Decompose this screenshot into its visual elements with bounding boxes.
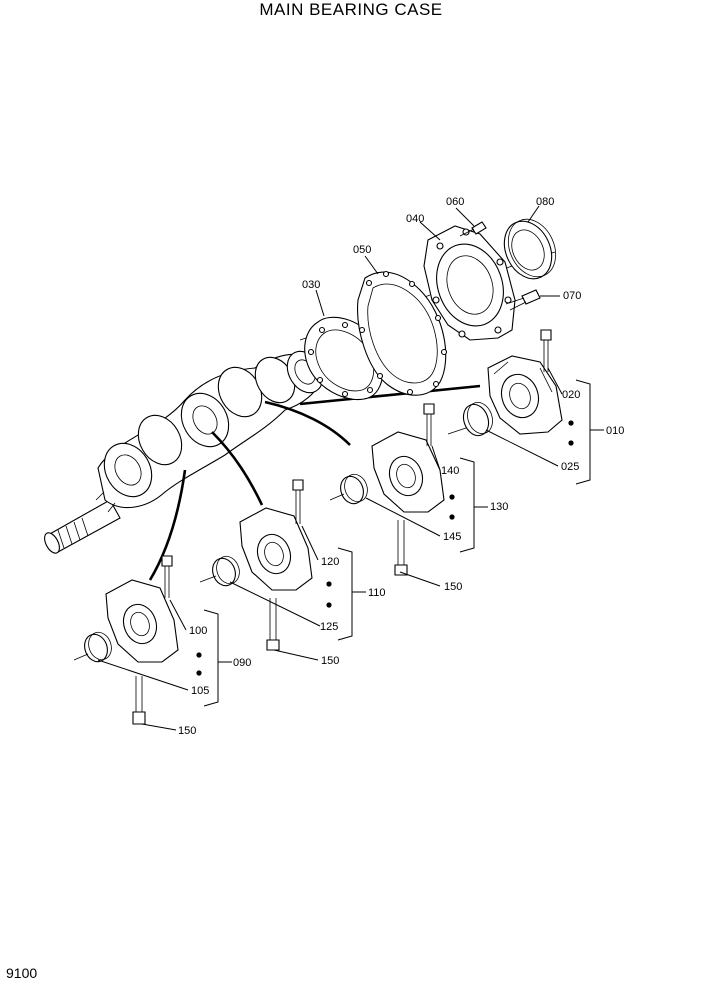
rear-cover-040 bbox=[423, 225, 516, 341]
leader-lines bbox=[97, 205, 604, 731]
callout-120: 120 bbox=[321, 556, 339, 568]
leader-curve-2 bbox=[211, 431, 264, 506]
callout-150-lower: 150 bbox=[178, 725, 196, 737]
dots bbox=[196, 420, 574, 676]
callout-140: 140 bbox=[441, 465, 459, 477]
leader-curve-1 bbox=[148, 469, 187, 581]
callout-010: 010 bbox=[606, 425, 624, 437]
callout-080: 080 bbox=[536, 196, 554, 208]
callout-020: 020 bbox=[562, 389, 580, 401]
callout-105: 105 bbox=[191, 685, 209, 697]
leader-curve-4 bbox=[299, 384, 481, 406]
callout-125: 125 bbox=[320, 621, 338, 633]
callout-130: 130 bbox=[490, 501, 508, 513]
crankshaft bbox=[44, 350, 326, 554]
callout-150-upper: 150 bbox=[444, 581, 462, 593]
leader-curve-3 bbox=[264, 400, 351, 446]
bearing-case-110 bbox=[199, 479, 313, 651]
gasket-050 bbox=[357, 270, 448, 396]
oil-seal-080 bbox=[503, 218, 557, 280]
callout-070: 070 bbox=[563, 290, 581, 302]
bearing-case-090 bbox=[73, 555, 179, 725]
callout-050: 050 bbox=[353, 244, 371, 256]
bearing-case-010 bbox=[447, 329, 563, 437]
callout-025: 025 bbox=[561, 461, 579, 473]
page-number: 9100 bbox=[6, 965, 38, 981]
callout-090: 090 bbox=[233, 657, 251, 669]
page-title: MAIN BEARING CASE bbox=[259, 0, 443, 19]
callout-040: 040 bbox=[406, 213, 424, 225]
callout-100: 100 bbox=[189, 625, 207, 637]
bearing-case-130 bbox=[329, 403, 445, 576]
screw-060 bbox=[459, 221, 487, 237]
callout-150-middle: 150 bbox=[321, 655, 339, 667]
callout-145: 145 bbox=[443, 531, 461, 543]
callout-060: 060 bbox=[446, 196, 464, 208]
callout-030: 030 bbox=[302, 279, 320, 291]
bolt-070 bbox=[505, 289, 541, 311]
callout-110: 110 bbox=[368, 587, 386, 599]
